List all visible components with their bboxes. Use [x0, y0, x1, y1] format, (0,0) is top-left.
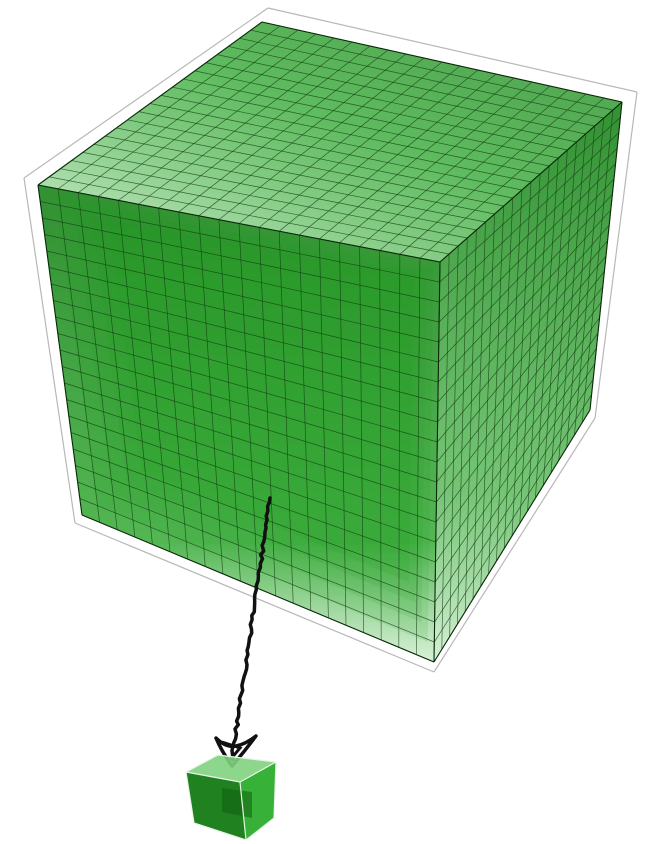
small-unit-cube: [186, 755, 276, 840]
large-grid-cube: [38, 22, 622, 662]
